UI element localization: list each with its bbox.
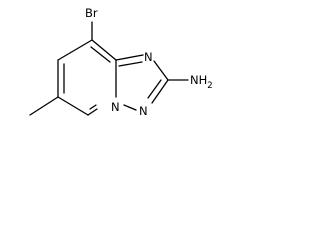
bond-n3-n4 xyxy=(123,104,137,111)
bond-c2-n3-inner xyxy=(147,79,162,99)
bromine-label: Br xyxy=(85,6,98,20)
atom-labels: Br N N N NH2 xyxy=(85,6,213,118)
bond-c2-n3 xyxy=(151,79,169,104)
bond-c5-n4 xyxy=(87,108,98,116)
bond-n1-c2 xyxy=(153,60,169,81)
bond-c6-methyl xyxy=(29,96,59,116)
amine-subscript: 2 xyxy=(207,81,212,91)
bond-c8a-c8-inner xyxy=(90,46,111,63)
molecule-structure: Br N N N NH2 xyxy=(29,6,213,118)
bond-c8a-n1-inner xyxy=(118,61,143,67)
n4-label: N xyxy=(111,100,120,114)
bond-c8a-n1 xyxy=(115,54,144,61)
n1-label: N xyxy=(144,50,153,64)
bond-c5-n4-inner xyxy=(89,104,97,110)
amine-nh: NH xyxy=(190,73,207,87)
bond-c8a-c8 xyxy=(91,39,117,61)
bond-c8-c7 xyxy=(57,39,93,61)
amine-label: NH2 xyxy=(190,73,213,91)
n3-label: N xyxy=(139,104,148,118)
bond-c6-c5 xyxy=(57,96,89,116)
bonds xyxy=(29,21,189,116)
